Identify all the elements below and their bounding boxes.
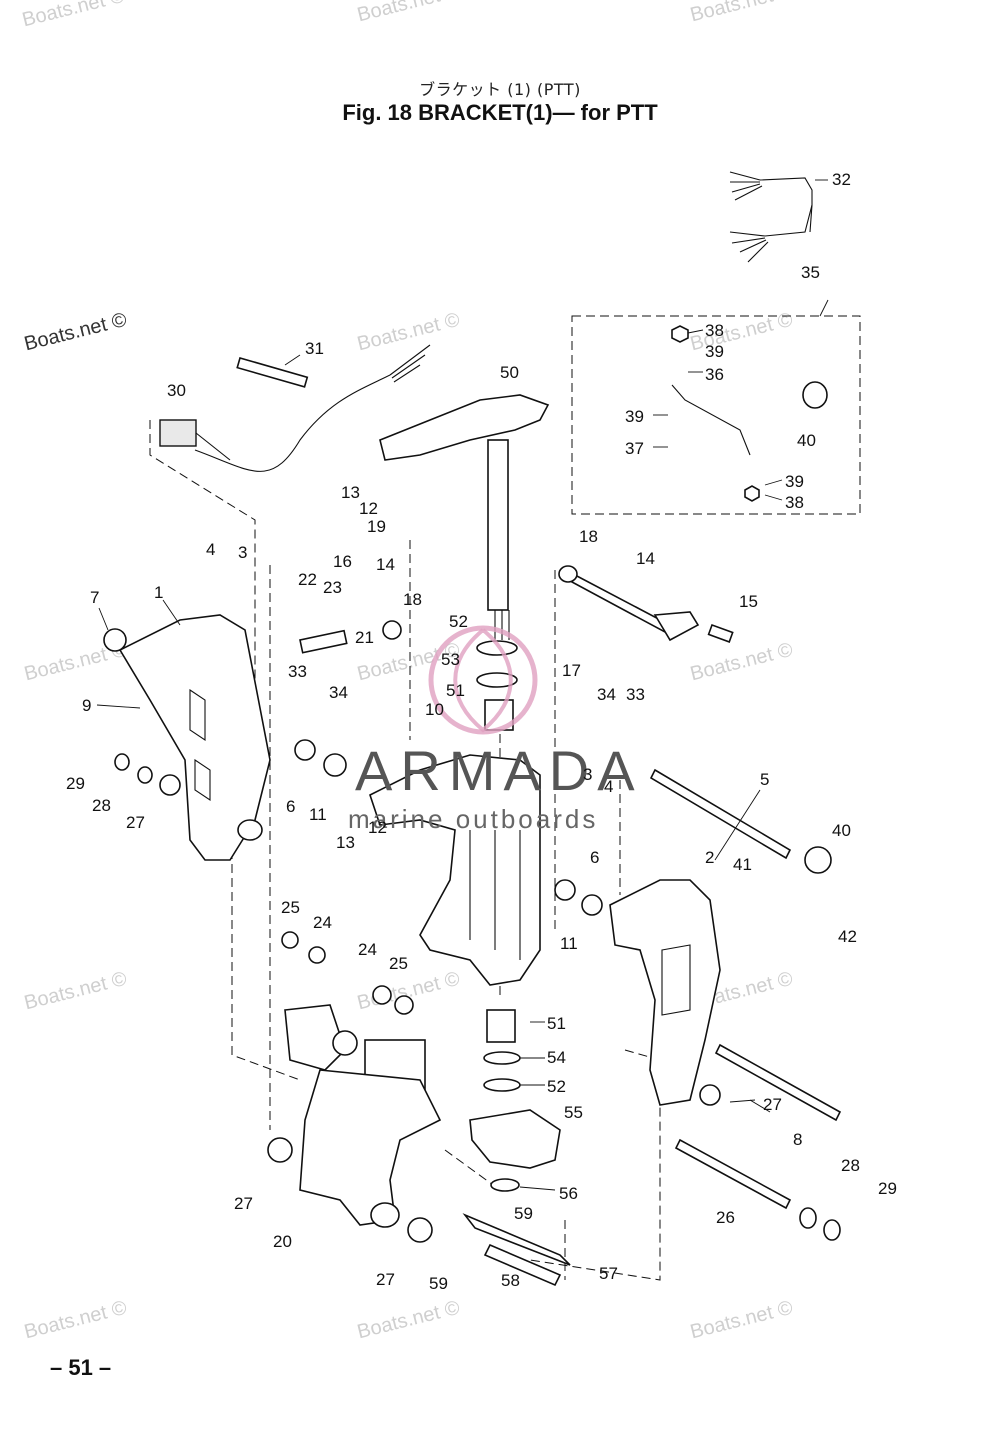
callout-38: 38 xyxy=(705,321,724,340)
callout-13: 13 xyxy=(336,833,355,852)
callout-33: 33 xyxy=(288,662,307,681)
callout-55: 55 xyxy=(564,1103,583,1122)
brand-watermark: ARMADA marine outboards xyxy=(348,625,643,834)
callout-51: 51 xyxy=(446,681,465,700)
callout-labels: 31 30 32 35 38 39 36 39 37 40 39 38 50 1… xyxy=(66,170,897,1293)
callout-29: 29 xyxy=(66,774,85,793)
callout-4: 4 xyxy=(604,777,613,796)
callout-53: 53 xyxy=(441,650,460,669)
tilt-tubes xyxy=(649,768,842,1241)
callout-25: 25 xyxy=(281,898,300,917)
figure-title: Fig. 18 BRACKET(1)— for PTT xyxy=(342,100,658,125)
callout-40: 40 xyxy=(797,431,816,450)
callout-39: 39 xyxy=(785,472,804,491)
tilt-lever-rod xyxy=(558,565,734,643)
callout-5: 5 xyxy=(760,770,769,789)
trim-sender-cable xyxy=(159,344,431,472)
callout-35: 35 xyxy=(801,263,820,282)
lower-mount xyxy=(469,1009,561,1192)
callout-18: 18 xyxy=(403,590,422,609)
callout-59: 59 xyxy=(514,1204,533,1223)
callout-52: 52 xyxy=(547,1077,566,1096)
callout-23: 23 xyxy=(323,578,342,597)
callout-26: 26 xyxy=(716,1208,735,1227)
callout-1: 1 xyxy=(154,583,163,602)
steering-arm xyxy=(379,394,550,640)
callout-25: 25 xyxy=(389,954,408,973)
callout-20: 20 xyxy=(273,1232,292,1251)
callout-58: 58 xyxy=(501,1271,520,1290)
swivel-bracket xyxy=(369,754,541,986)
callout-33: 33 xyxy=(626,685,645,704)
callout-22: 22 xyxy=(298,570,317,589)
callout-14: 14 xyxy=(636,549,655,568)
callout-39: 39 xyxy=(705,342,724,361)
callout-11: 11 xyxy=(560,934,578,953)
callout-10: 10 xyxy=(425,700,444,719)
leader-lines xyxy=(96,179,829,1191)
callout-41: 41 xyxy=(733,855,752,874)
callout-3: 3 xyxy=(583,765,592,784)
callout-27: 27 xyxy=(126,813,145,832)
callout-13: 13 xyxy=(341,483,360,502)
callout-29: 29 xyxy=(878,1179,897,1198)
callout-4: 4 xyxy=(206,540,215,559)
callout-31: 31 xyxy=(305,339,324,358)
callout-36: 36 xyxy=(705,365,724,384)
figure-subtitle-jp: ブラケット (1) (PTT) xyxy=(419,80,581,99)
callout-12: 12 xyxy=(368,818,387,837)
callout-15: 15 xyxy=(739,592,758,611)
callout-50: 50 xyxy=(500,363,519,382)
callout-21: 21 xyxy=(355,628,374,647)
callout-54: 54 xyxy=(547,1048,566,1067)
clamp-bracket-port xyxy=(118,614,271,861)
callout-11: 11 xyxy=(309,805,327,824)
callout-32: 32 xyxy=(832,170,851,189)
callout-24: 24 xyxy=(313,913,332,932)
brand-tagline: marine outboards xyxy=(348,804,598,834)
wire-harness xyxy=(729,171,813,263)
power-trim-tilt-unit xyxy=(284,1004,442,1228)
callout-30: 30 xyxy=(167,381,186,400)
lower-plates xyxy=(462,1213,571,1287)
callout-2: 2 xyxy=(705,848,714,867)
callout-27: 27 xyxy=(376,1270,395,1289)
callout-8: 8 xyxy=(793,1130,802,1149)
callout-56: 56 xyxy=(559,1184,578,1203)
callout-18: 18 xyxy=(579,527,598,546)
callout-34: 34 xyxy=(329,683,348,702)
callout-28: 28 xyxy=(841,1156,860,1175)
callout-9: 9 xyxy=(82,696,91,715)
callout-12: 12 xyxy=(359,499,378,518)
callout-52: 52 xyxy=(449,612,468,631)
callout-28: 28 xyxy=(92,796,111,815)
callout-6: 6 xyxy=(590,848,599,867)
callout-27: 27 xyxy=(234,1194,253,1213)
callout-57: 57 xyxy=(599,1264,618,1283)
clamp-bracket-starboard xyxy=(609,879,721,1106)
callout-6: 6 xyxy=(286,797,295,816)
callout-59: 59 xyxy=(429,1274,448,1293)
callout-17: 17 xyxy=(562,661,581,680)
callout-39: 39 xyxy=(625,407,644,426)
callout-14: 14 xyxy=(376,555,395,574)
subassembly-box xyxy=(571,315,861,515)
callout-7: 7 xyxy=(90,588,99,607)
callout-34: 34 xyxy=(597,685,616,704)
callout-38: 38 xyxy=(785,493,804,512)
callout-19: 19 xyxy=(367,517,386,536)
callout-3: 3 xyxy=(238,543,247,562)
callout-37: 37 xyxy=(625,439,644,458)
page-number: – 51 – xyxy=(50,1355,112,1380)
callout-24: 24 xyxy=(358,940,377,959)
callout-27: 27 xyxy=(763,1095,782,1114)
callout-40: 40 xyxy=(832,821,851,840)
callout-16: 16 xyxy=(333,552,352,571)
brand-name: ARMADA xyxy=(355,739,643,802)
callout-42: 42 xyxy=(838,927,857,946)
callout-51: 51 xyxy=(547,1014,566,1033)
bushings-washers xyxy=(103,325,828,1243)
